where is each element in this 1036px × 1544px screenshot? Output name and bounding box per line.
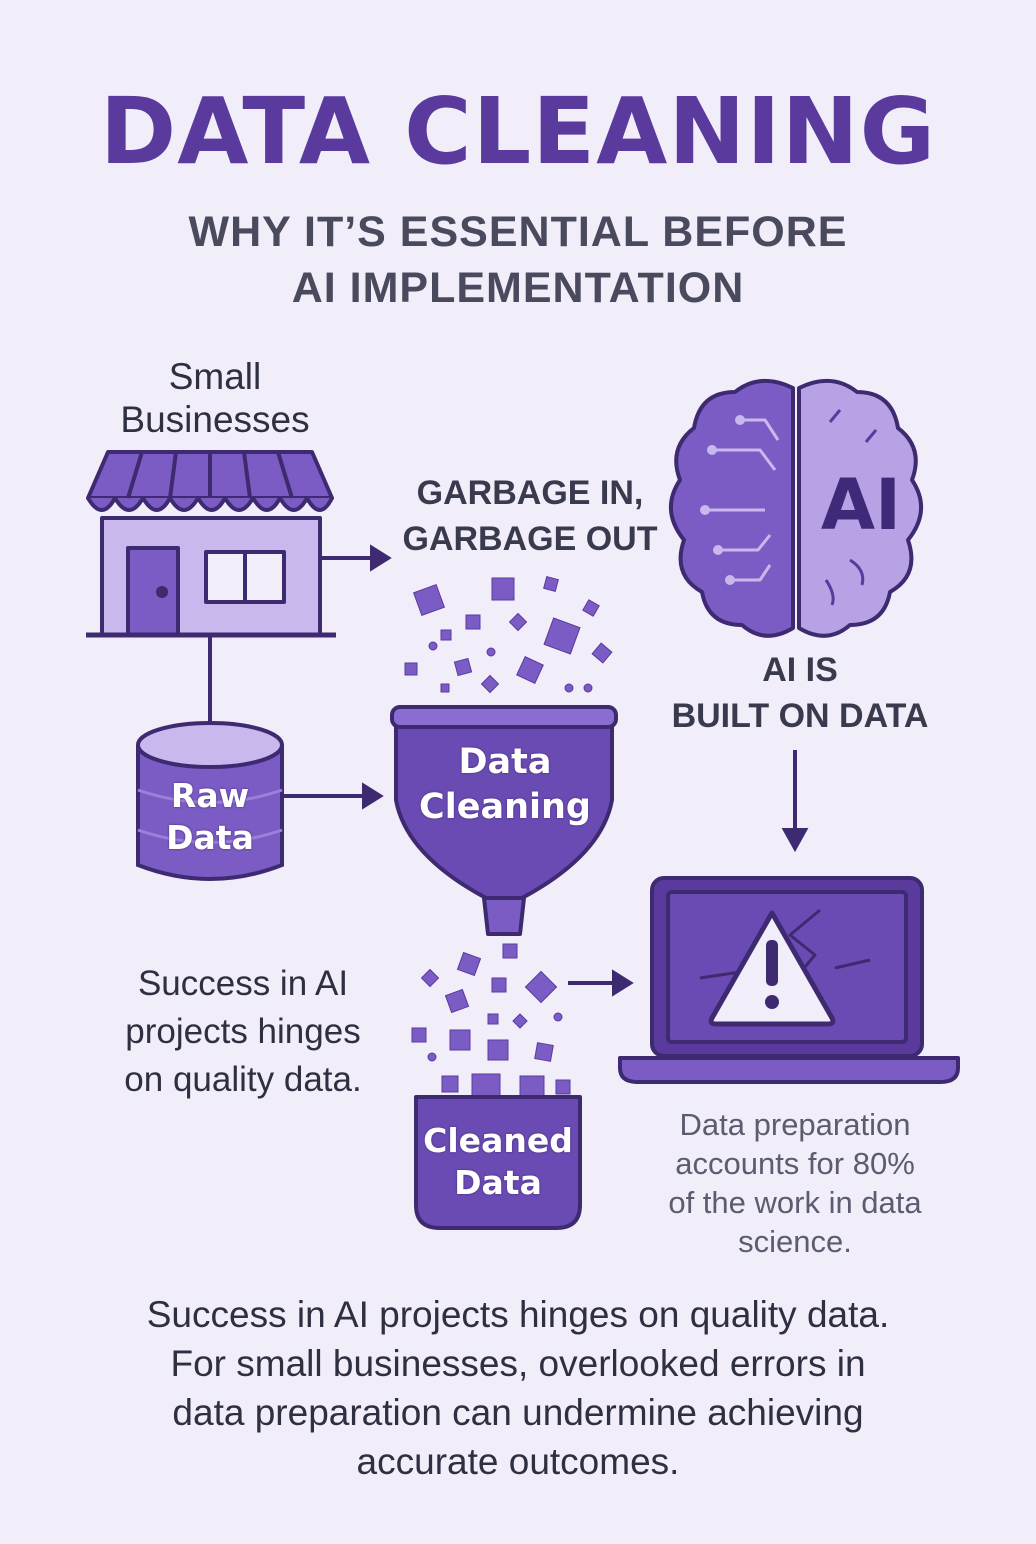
cleaned-data-label: Cleaned Data <box>416 1120 580 1204</box>
page-title: DATA CLEANING <box>99 78 937 185</box>
cleaned-data-line-2: Data <box>454 1163 542 1202</box>
warning-icon <box>708 910 836 1027</box>
prep-line-3: of the work in data <box>668 1185 922 1220</box>
brain-badge: AI <box>820 464 902 546</box>
ai-built-line-1: AI IS <box>762 651 838 689</box>
prep-line-1: Data preparation <box>679 1107 911 1142</box>
arrow-icon <box>781 750 809 853</box>
success-line-2: projects hinges <box>125 1012 361 1051</box>
ai-built-label: AI IS BUILT ON DATA <box>640 647 960 739</box>
brain-icon <box>668 378 924 638</box>
arrow-icon <box>322 544 392 572</box>
prep-note: Data preparation accounts for 80% of the… <box>650 1105 940 1261</box>
data-particles-bottom <box>411 943 571 1097</box>
funnel-line-1: Data <box>458 742 552 782</box>
success-line-3: on quality data. <box>124 1060 362 1099</box>
arrow-icon <box>568 969 634 997</box>
cleaned-data-line-1: Cleaned <box>423 1121 573 1160</box>
raw-data-line-2: Data <box>166 818 254 857</box>
garbage-label: GARBAGE IN, GARBAGE OUT <box>380 470 680 562</box>
database-icon <box>136 721 284 881</box>
footer-line-1: Success in AI projects hinges on quality… <box>146 1294 890 1335</box>
success-note: Success in AI projects hinges on quality… <box>88 960 398 1104</box>
footer-text: Success in AI projects hinges on quality… <box>60 1290 976 1486</box>
funnel-label: Data Cleaning <box>400 740 610 830</box>
garbage-line-1: GARBAGE IN, <box>416 474 644 512</box>
page-subtitle: WHY IT’S ESSENTIAL BEFORE AI IMPLEMENTAT… <box>0 204 1036 316</box>
garbage-line-2: GARBAGE OUT <box>402 520 658 558</box>
prep-line-4: science. <box>738 1224 852 1259</box>
ai-built-line-2: BUILT ON DATA <box>671 697 929 735</box>
raw-data-line-1: Raw <box>170 776 250 815</box>
arrow-icon <box>284 782 384 810</box>
funnel-line-2: Cleaning <box>419 787 591 827</box>
raw-data-label: Raw Data <box>138 775 282 859</box>
funnel-icon <box>390 705 618 936</box>
success-line-1: Success in AI <box>137 964 349 1003</box>
subtitle-line-2: AI IMPLEMENTATION <box>291 264 745 312</box>
footer-line-2: For small businesses, overlooked errors … <box>170 1343 866 1384</box>
data-particles-top <box>404 576 613 694</box>
bin-icon <box>414 1095 582 1230</box>
store-icon <box>86 450 336 638</box>
store-label: Small Businesses <box>120 356 310 440</box>
prep-line-2: accounts for 80% <box>675 1146 915 1181</box>
footer-line-3: data preparation can undermine achieving <box>172 1392 864 1433</box>
subtitle-line-1: WHY IT’S ESSENTIAL BEFORE <box>188 208 848 256</box>
footer-line-4: accurate outcomes. <box>356 1441 680 1482</box>
